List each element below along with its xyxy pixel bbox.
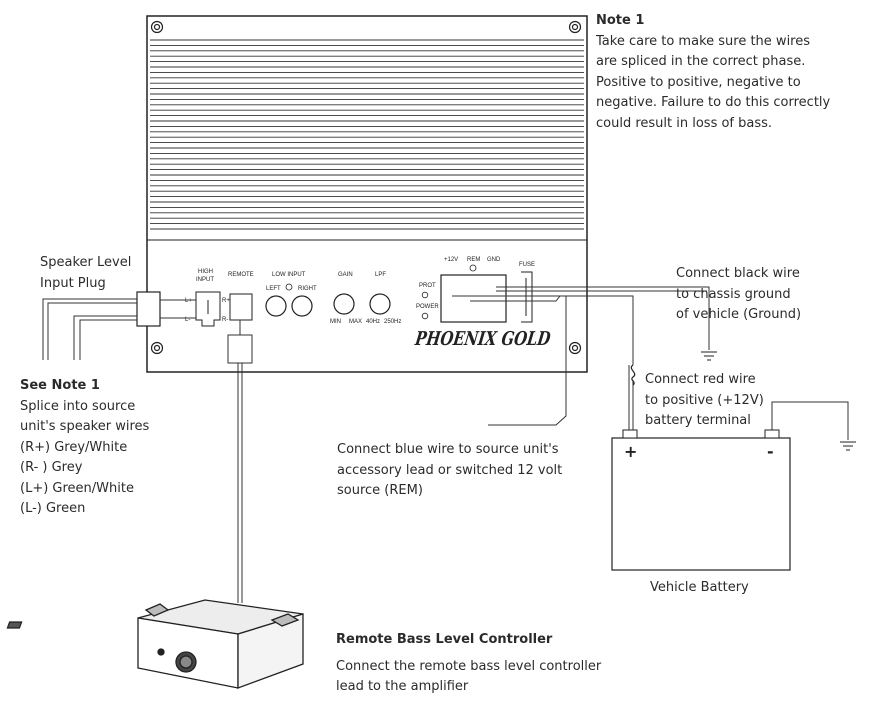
phoenix-gold-logo: PHOENIX GOLD <box>413 327 552 350</box>
r-plus-label: R+ <box>222 298 230 304</box>
note1-title: Note 1 <box>596 13 645 28</box>
remote-cable <box>227 320 253 603</box>
controller-mount-tab <box>144 603 170 617</box>
rca-right-jack <box>291 295 313 317</box>
gain-min-label: MIN <box>330 319 341 325</box>
low-input-led <box>285 283 293 291</box>
red-note-line: to positive (+12V) <box>645 392 764 408</box>
r-minus-label: R- <box>222 317 228 323</box>
battery-plus-sign: + <box>624 442 637 461</box>
lpf-250hz-label: 250Hz <box>384 319 401 325</box>
remote-cable-plug <box>227 334 253 364</box>
remote-label: REMOTE <box>228 272 254 278</box>
amplifier: HIGH INPUT L+ L- R+ R- REMOTE LOW INPUT … <box>146 15 588 373</box>
prot-label: PROT <box>419 283 436 289</box>
controller-mount-tab-2 <box>270 613 300 627</box>
red-wire-note: Connect red wire to positive (+12V) batt… <box>645 370 764 432</box>
battery-negative-terminal <box>764 429 780 439</box>
red-power-wire <box>452 295 634 365</box>
l-plus-label: L+ <box>185 298 192 304</box>
controller-slot-2 <box>6 621 23 629</box>
speaker-plug-line: Speaker Level <box>40 255 132 270</box>
blue-note-line: accessory lead or switched 12 volt <box>337 462 563 478</box>
blue-wire-note: Connect blue wire to source unit's acces… <box>337 440 562 502</box>
terminal-12v-label: +12V <box>444 257 458 263</box>
see-note-line: (L-) Green <box>20 501 86 516</box>
lpf-label: LPF <box>375 272 386 278</box>
remote-jack <box>229 293 253 321</box>
see-note-line: Splice into source <box>20 398 136 414</box>
high-input-label-2: INPUT <box>196 277 214 283</box>
speaker-plug-body <box>136 291 161 327</box>
heatsink-fins <box>150 39 584 230</box>
chassis-ground-symbol <box>701 351 717 361</box>
red-note-line: battery terminal <box>645 413 751 428</box>
blue-note-line: source (REM) <box>337 483 423 498</box>
speaker-wires <box>42 298 137 360</box>
power-terminal-block <box>440 274 507 323</box>
remote-controller-block: Remote Bass Level Controller Connect the… <box>336 630 601 698</box>
battery-label: Vehicle Battery <box>650 580 749 595</box>
fuse <box>521 271 533 323</box>
blue-note-line: Connect blue wire to source unit's <box>337 442 559 457</box>
gain-max-label: MAX <box>349 319 362 325</box>
rca-left-jack <box>265 295 287 317</box>
red-note-line: Connect red wire <box>645 372 756 387</box>
l-minus-label: L- <box>185 317 190 323</box>
power-led <box>421 312 429 320</box>
inline-fuse <box>630 364 636 386</box>
vehicle-battery: + - <box>611 429 791 571</box>
see-note-line: (R- ) Grey <box>20 460 83 475</box>
note1-block: Note 1 Take care to make sure the wires … <box>596 11 830 134</box>
remote-controller-title: Remote Bass Level Controller <box>336 632 553 647</box>
ground-note-line: to chassis ground <box>676 286 791 302</box>
prot-led <box>421 291 429 299</box>
lpf-40hz-label: 40Hz <box>366 319 380 325</box>
ground-wire <box>496 286 710 350</box>
see-note-line: (L+) Green/White <box>20 480 134 496</box>
remote-bass-controller <box>6 599 304 689</box>
gain-knob <box>333 293 355 315</box>
ground-note: Connect black wire to chassis ground of … <box>676 264 801 326</box>
speaker-plug-line: Input Plug <box>40 275 106 291</box>
blue-rem-wire <box>470 295 567 426</box>
ground-note-line: Connect black wire <box>676 266 800 281</box>
power-label: POWER <box>416 304 439 310</box>
lpf-knob <box>369 293 391 315</box>
battery-minus-sign: - <box>767 442 774 461</box>
see-note-line: (R+) Grey/White <box>20 439 128 455</box>
high-input-label-1: HIGH <box>198 269 213 275</box>
ground-note-line: of vehicle (Ground) <box>676 307 802 322</box>
see-note-line: unit's speaker wires <box>20 419 150 434</box>
terminal-gnd-label: GND <box>487 257 501 263</box>
battery-ground-symbol <box>840 441 856 451</box>
note1-line: Positive to positive, negative to <box>596 74 801 90</box>
note1-line: are spliced in the correct phase. <box>596 54 806 69</box>
battery-ground-wire <box>771 401 849 440</box>
low-input-label: LOW INPUT <box>272 272 306 278</box>
left-label: LEFT <box>266 286 281 292</box>
terminal-rem-label: REM <box>467 257 480 263</box>
see-note-title: See Note 1 <box>20 378 100 393</box>
high-input-connector <box>195 291 221 327</box>
power-wiring <box>452 286 849 440</box>
speaker-input-plug <box>42 291 196 360</box>
corner-screws <box>150 20 582 355</box>
speaker-plug-label: Speaker Level Input Plug <box>40 253 131 294</box>
note1-line: Take care to make sure the wires <box>596 33 811 49</box>
right-label: RIGHT <box>298 286 317 292</box>
terminal-indicator <box>469 264 477 272</box>
see-note-block: See Note 1 Splice into source unit's spe… <box>20 376 149 520</box>
battery-body <box>611 437 791 571</box>
controller-led <box>157 648 165 656</box>
remote-line: Connect the remote bass level controller <box>336 658 602 674</box>
gain-label: GAIN <box>338 272 353 278</box>
fuse-label: FUSE <box>519 262 535 268</box>
note1-line: could result in loss of bass. <box>596 115 773 131</box>
note1-line: negative. Failure to do this correctly <box>596 95 831 110</box>
controller-knob-face <box>179 655 193 669</box>
remote-line: lead to the amplifier <box>336 679 469 694</box>
battery-positive-terminal <box>622 429 638 439</box>
